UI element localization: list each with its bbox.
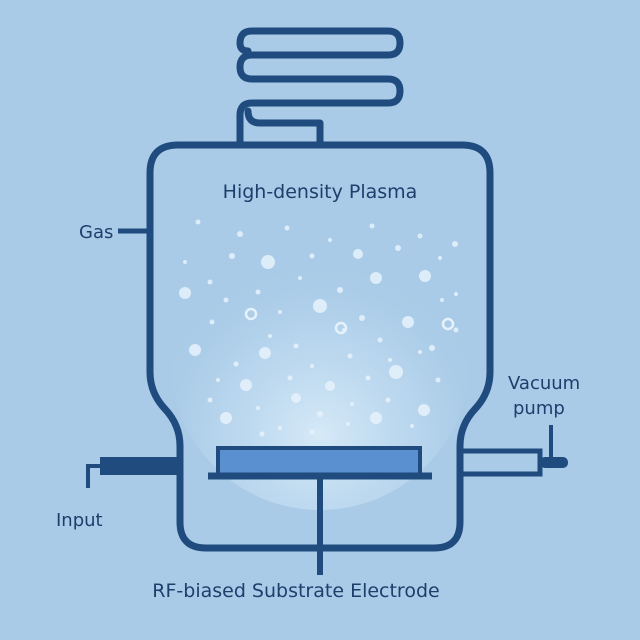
plasma-particle bbox=[347, 353, 353, 359]
plasma-particle bbox=[223, 297, 229, 303]
plasma-ring-particle bbox=[334, 321, 348, 335]
plasma-particle bbox=[309, 253, 315, 259]
plasma-particle bbox=[293, 343, 299, 349]
plasma-particle bbox=[207, 397, 213, 403]
plasma-particle bbox=[365, 375, 371, 381]
electrode-label: RF-biased Substrate Electrode bbox=[152, 580, 439, 602]
plasma-particle bbox=[278, 310, 282, 314]
plasma-particle bbox=[256, 406, 260, 410]
plasma-particle bbox=[233, 361, 239, 367]
plasma-particle bbox=[337, 287, 343, 293]
plasma-particle bbox=[287, 375, 293, 381]
substrate bbox=[216, 446, 422, 477]
input-pipe bbox=[100, 457, 182, 475]
plasma-particle bbox=[328, 238, 332, 242]
plasma-particle bbox=[195, 219, 201, 225]
plasma-ring-particle bbox=[244, 307, 258, 321]
plasma-particle bbox=[346, 422, 350, 426]
plasma-particle bbox=[268, 334, 272, 338]
plasma-particle bbox=[216, 378, 220, 382]
plasma-particle bbox=[359, 315, 365, 321]
plasma-particle bbox=[440, 298, 444, 302]
input-lead bbox=[86, 464, 100, 488]
plasma-particles bbox=[179, 219, 459, 437]
plasma-ring-particle bbox=[441, 317, 455, 331]
plasma-glow bbox=[170, 210, 470, 510]
plasma-particle bbox=[402, 316, 414, 328]
chamber-wall bbox=[146, 141, 494, 552]
plasma-particle bbox=[183, 260, 187, 264]
plasma-particle bbox=[240, 379, 252, 391]
plasma-particle bbox=[284, 225, 290, 231]
rf-coil bbox=[236, 27, 404, 149]
plasma-particle bbox=[435, 377, 441, 383]
plasma-particle bbox=[350, 402, 354, 406]
plasma-particle bbox=[453, 327, 459, 333]
plasma-particle bbox=[229, 253, 235, 259]
plasma-particle bbox=[454, 292, 458, 296]
plasma-particle bbox=[313, 299, 327, 313]
plasma-particle bbox=[259, 347, 271, 359]
plasma-particle bbox=[418, 404, 430, 416]
plasma-particle bbox=[317, 411, 323, 417]
plasma-particle bbox=[220, 412, 232, 424]
plasma-particle bbox=[310, 364, 314, 368]
vacuum-pipe bbox=[457, 448, 543, 477]
plasma-particle bbox=[429, 345, 435, 351]
plasma-particle bbox=[370, 272, 382, 284]
plasma-particle bbox=[418, 350, 422, 354]
plasma-particle bbox=[377, 337, 383, 343]
plasma-particle bbox=[369, 223, 375, 229]
plasma-particle bbox=[417, 233, 423, 239]
plasma-particle bbox=[179, 287, 191, 299]
vacuum-nozzle bbox=[540, 457, 568, 468]
plasma-particle bbox=[388, 358, 392, 362]
plasma-particle bbox=[259, 431, 265, 437]
vacuum-label-line2: pump bbox=[513, 398, 565, 419]
plasma-particle bbox=[207, 279, 213, 285]
plasma-particle bbox=[189, 344, 201, 356]
gas-label: Gas bbox=[79, 222, 113, 243]
plasma-label: High-density Plasma bbox=[223, 181, 418, 203]
plasma-particle bbox=[389, 365, 403, 379]
plasma-particle bbox=[261, 255, 275, 269]
plasma-particle bbox=[353, 249, 363, 259]
plasma-particle bbox=[278, 426, 282, 430]
plasma-particle bbox=[298, 276, 302, 280]
plasma-particle bbox=[255, 289, 261, 295]
plasma-particle bbox=[291, 393, 301, 403]
plasma-particle bbox=[438, 256, 442, 260]
plasma-particle bbox=[370, 412, 382, 424]
plasma-particle bbox=[237, 231, 243, 237]
plasma-particle bbox=[419, 270, 431, 282]
plasma-particle bbox=[325, 381, 335, 391]
rf-coil-lead bbox=[244, 107, 324, 149]
input-label: Input bbox=[56, 510, 103, 531]
plasma-particle bbox=[209, 319, 215, 325]
plasma-particle bbox=[410, 424, 414, 428]
plasma-particle bbox=[309, 429, 315, 435]
vacuum-label-line1: Vacuum bbox=[508, 373, 580, 394]
plasma-particle bbox=[385, 397, 391, 403]
plasma-particle bbox=[452, 241, 458, 247]
plasma-particle bbox=[395, 245, 401, 251]
